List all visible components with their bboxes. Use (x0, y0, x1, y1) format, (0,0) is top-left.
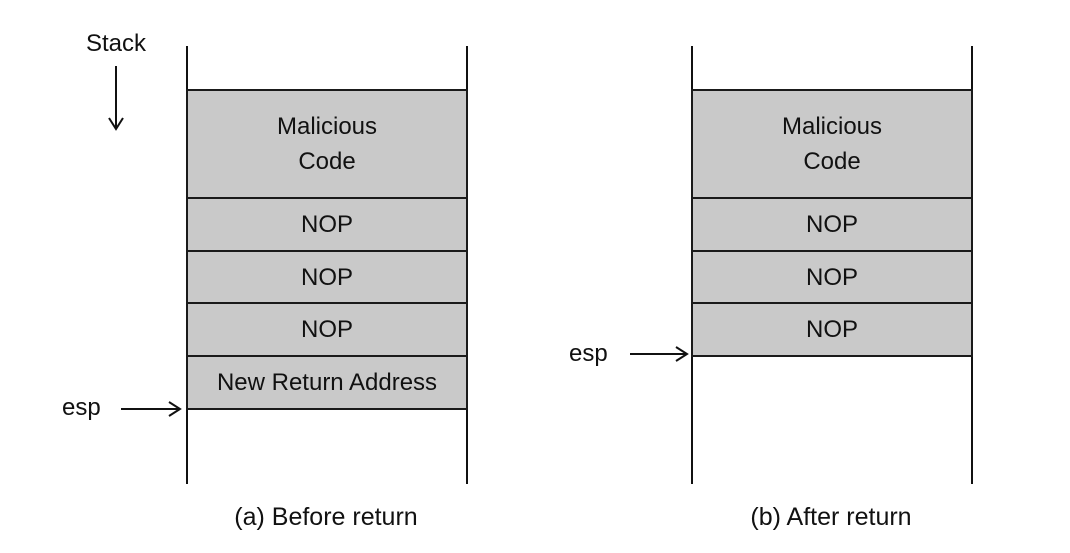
stack-cell-nop: NOP (186, 302, 468, 357)
stack-cell-nop: NOP (691, 250, 973, 304)
stack-cell-nop: NOP (691, 197, 973, 252)
stack-cell-nop: NOP (186, 197, 468, 252)
esp-label: esp (569, 340, 608, 367)
esp-pointer-arrow (121, 401, 182, 417)
stack-label: Stack (86, 30, 147, 57)
esp-label: esp (62, 394, 101, 421)
stack-direction-arrow (108, 66, 124, 131)
stack-cell-malicious-code: Malicious Code (186, 89, 468, 199)
esp-pointer-arrow (630, 346, 689, 362)
stack-cell-new-return-address: New Return Address (186, 355, 468, 410)
stack-cell-nop: NOP (186, 250, 468, 304)
panel-caption: (a) Before return (234, 503, 418, 531)
panel-caption: (b) After return (750, 503, 912, 531)
stack-cell-malicious-code: Malicious Code (691, 89, 973, 199)
stack-cell-nop: NOP (691, 302, 973, 357)
